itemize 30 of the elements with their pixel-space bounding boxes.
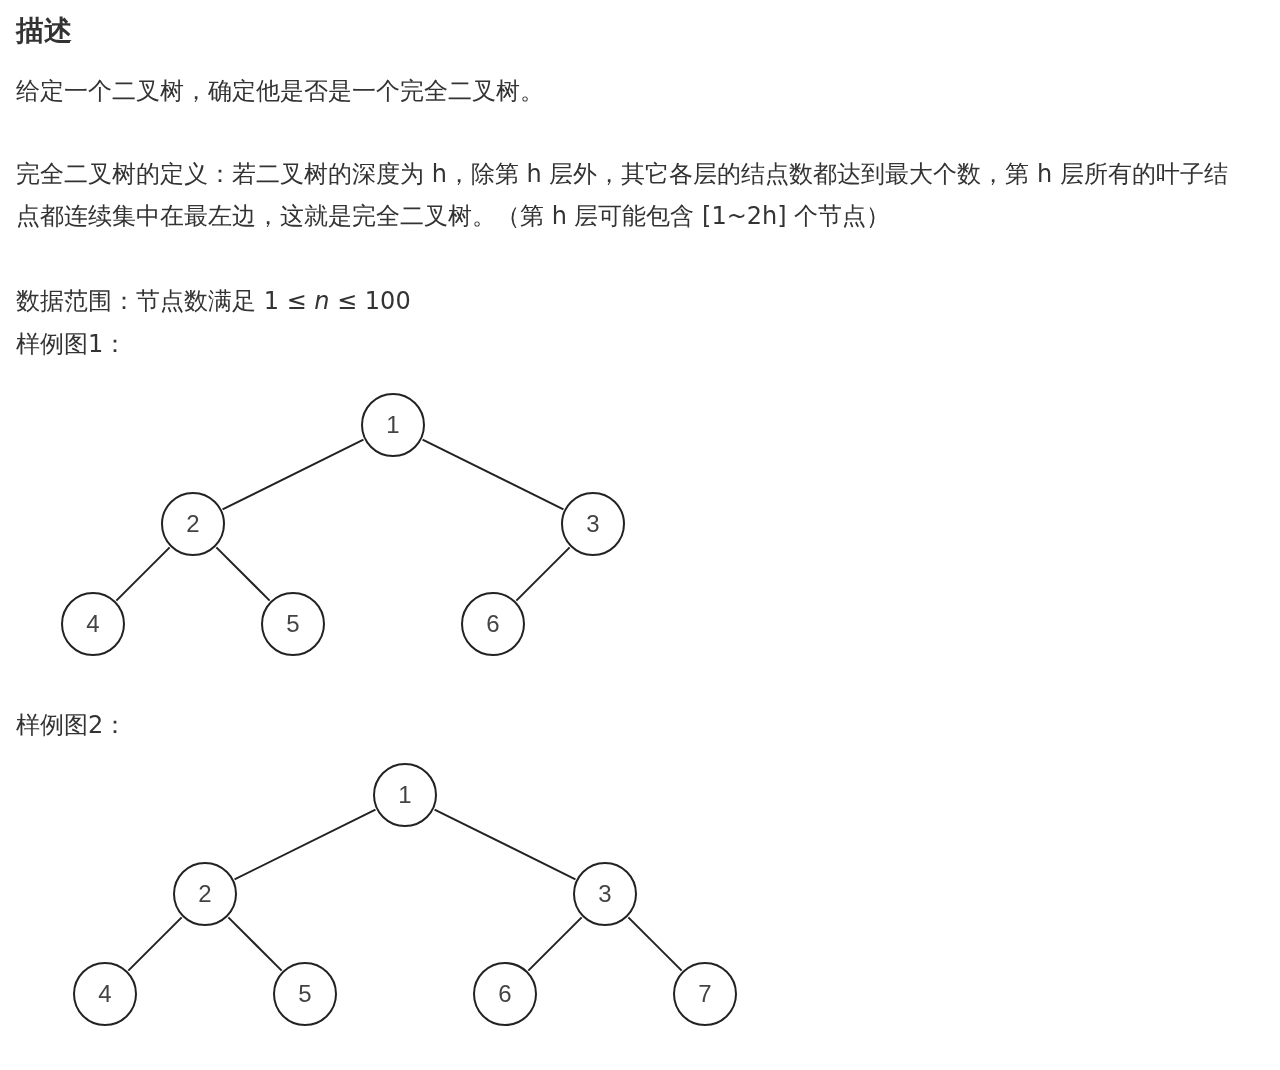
tree-edge: [233, 808, 377, 881]
tree-node: 6: [473, 962, 537, 1026]
tree-edge: [421, 438, 565, 511]
caption: 样例图1：: [16, 329, 129, 360]
tree-edge: [215, 546, 271, 602]
tree-node: 2: [173, 862, 237, 926]
tree-node: 4: [61, 592, 125, 656]
paragraph: 完全二叉树的定义：若二叉树的深度为 h，除第 h 层外，其它各层的结点数都达到最大个数，第 h 层所有的叶子结点都连续集中在最左边，这就是完全二叉树。（第 h 层可能包含 [1~2h] 个节点）: [16, 159, 1229, 232]
tree-edge: [433, 808, 577, 881]
tree-edge: [527, 916, 583, 972]
tree-node: 1: [361, 393, 425, 457]
tree-edge: [627, 916, 683, 972]
tree-edge: [221, 438, 365, 511]
tree-node: 1: [373, 763, 437, 827]
tree-node: 7: [673, 962, 737, 1026]
tree-node: 3: [561, 492, 625, 556]
paragraph: 数据范围：节点数满足 1 ≤ n ≤ 100: [16, 286, 412, 317]
tree-node: 4: [73, 962, 137, 1026]
tree-node: 6: [461, 592, 525, 656]
tree-node: 5: [261, 592, 325, 656]
tree-edge: [127, 916, 183, 972]
caption: 样例图2：: [16, 710, 129, 741]
tree-edge: [515, 546, 571, 602]
tree-edge: [227, 916, 283, 972]
paragraph: 给定一个二叉树，确定他是否是一个完全二叉树。: [16, 76, 545, 107]
tree-edge: [115, 546, 171, 602]
tree-node: 3: [573, 862, 637, 926]
tree-node: 5: [273, 962, 337, 1026]
tree-node: 2: [161, 492, 225, 556]
heading: 描述: [16, 13, 72, 49]
